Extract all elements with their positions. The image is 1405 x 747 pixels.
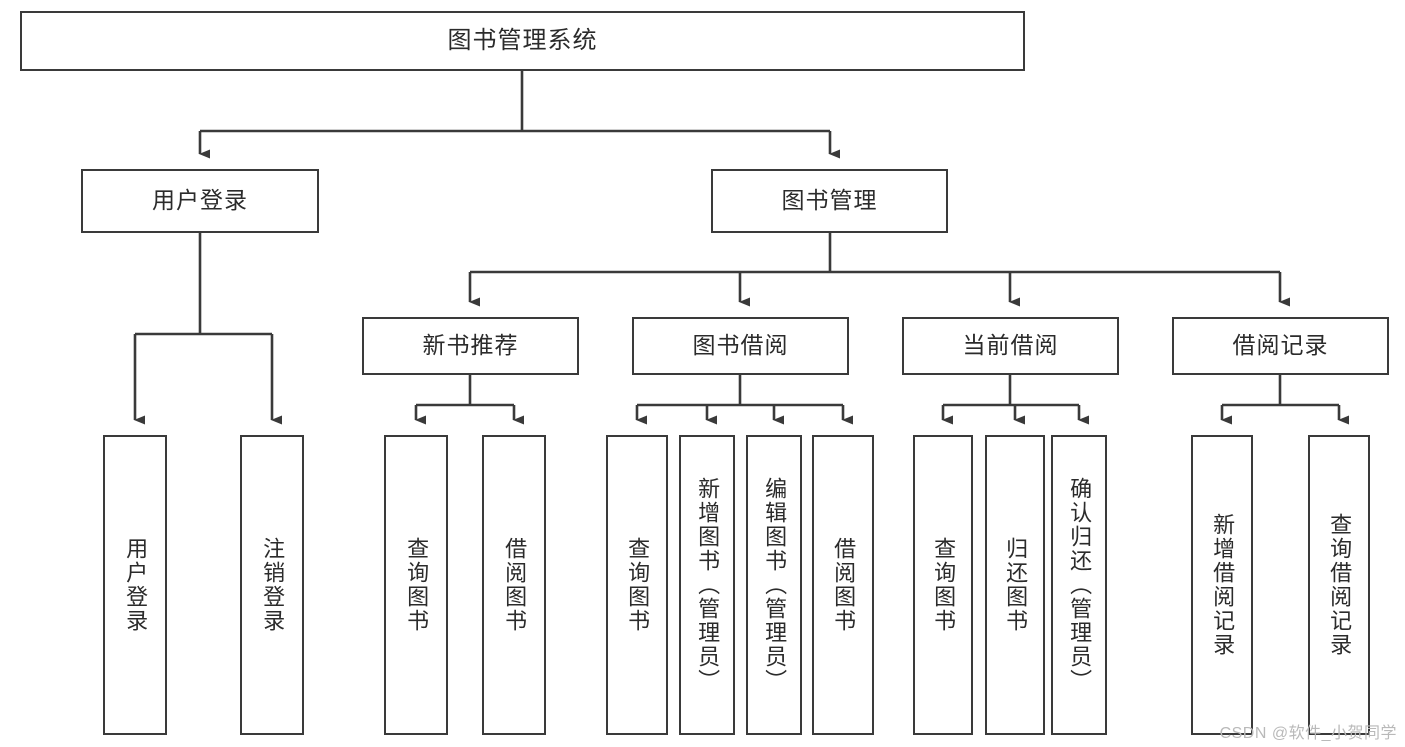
node-book-manage[interactable]: 图书管理 — [711, 169, 948, 233]
leaf-label: 查询图书 — [931, 537, 957, 633]
leaf-node-query-book-borrow[interactable]: 查询图书 — [606, 435, 668, 735]
leaf-label: 新增借阅记录 — [1210, 513, 1236, 657]
leaf-label: 借阅图书 — [831, 537, 857, 633]
node-label: 新书推荐 — [422, 332, 519, 359]
leaf-node-borrow-book-rec[interactable]: 借阅图书 — [482, 435, 546, 735]
node-current-borrow[interactable]: 当前借阅 — [902, 317, 1119, 375]
node-label: 图书借阅 — [692, 332, 789, 359]
node-book-borrow[interactable]: 图书借阅 — [632, 317, 849, 375]
leaf-node-add-book-admin[interactable]: 新增图书（管理员） — [679, 435, 735, 735]
leaf-label: 注销登录 — [260, 537, 286, 633]
leaf-label: 借阅图书 — [502, 537, 528, 633]
leaf-label: 归还图书 — [1003, 537, 1029, 633]
leaf-label: 用户登录 — [123, 537, 149, 633]
leaf-label: 确认归还（管理员） — [1067, 477, 1093, 693]
current-borrow-leaf-connectors — [941, 375, 1089, 425]
leaf-label: 查询图书 — [404, 537, 430, 633]
book-borrow-leaf-connectors — [635, 375, 853, 425]
user-login-leaf-connectors — [133, 233, 282, 425]
node-borrow-record[interactable]: 借阅记录 — [1172, 317, 1389, 375]
leaf-node-query-borrow-record[interactable]: 查询借阅记录 — [1308, 435, 1370, 735]
node-label: 图书管理系统 — [447, 26, 598, 54]
node-user-login[interactable]: 用户登录 — [81, 169, 319, 233]
watermark-text: CSDN @软件_小贺同学 — [1219, 725, 1397, 742]
leaf-node-return-book[interactable]: 归还图书 — [985, 435, 1045, 735]
leaf-label: 新增图书（管理员） — [695, 477, 721, 693]
node-label: 图书管理 — [781, 187, 878, 214]
leaf-node-add-borrow-record[interactable]: 新增借阅记录 — [1191, 435, 1253, 735]
root-to-level2-connectors — [198, 71, 840, 159]
leaf-node-logout[interactable]: 注销登录 — [240, 435, 304, 735]
borrow-record-leaf-connectors — [1220, 375, 1349, 425]
node-root-system[interactable]: 图书管理系统 — [20, 11, 1025, 71]
node-label: 借阅记录 — [1232, 332, 1329, 359]
leaf-node-query-book-current[interactable]: 查询图书 — [913, 435, 973, 735]
node-label: 当前借阅 — [962, 332, 1059, 359]
leaf-label: 查询借阅记录 — [1327, 513, 1353, 657]
node-label: 用户登录 — [152, 187, 248, 214]
book-manage-to-level3-connectors — [468, 233, 1290, 307]
new-book-rec-leaf-connectors — [414, 375, 524, 425]
leaf-node-borrow-book[interactable]: 借阅图书 — [812, 435, 874, 735]
leaf-label: 查询图书 — [625, 537, 651, 633]
leaf-node-edit-book-admin[interactable]: 编辑图书（管理员） — [746, 435, 802, 735]
leaf-label: 编辑图书（管理员） — [762, 477, 788, 693]
leaf-node-confirm-return-admin[interactable]: 确认归还（管理员） — [1051, 435, 1107, 735]
node-new-book-recommend[interactable]: 新书推荐 — [362, 317, 579, 375]
leaf-node-query-book-rec[interactable]: 查询图书 — [384, 435, 448, 735]
leaf-node-user-login[interactable]: 用户登录 — [103, 435, 167, 735]
